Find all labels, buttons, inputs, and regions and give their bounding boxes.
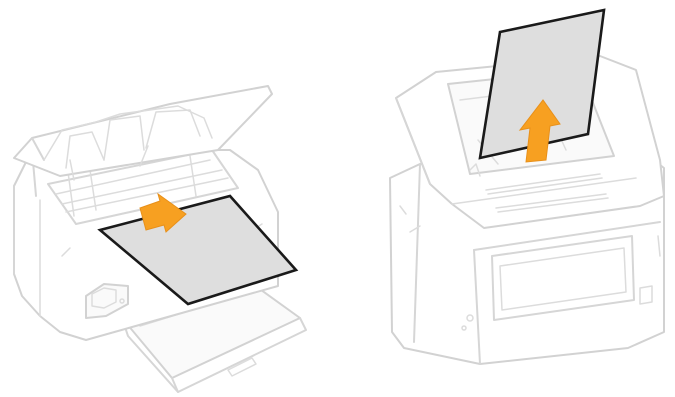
front-printer: [14, 86, 306, 392]
rear-printer: [390, 10, 664, 364]
